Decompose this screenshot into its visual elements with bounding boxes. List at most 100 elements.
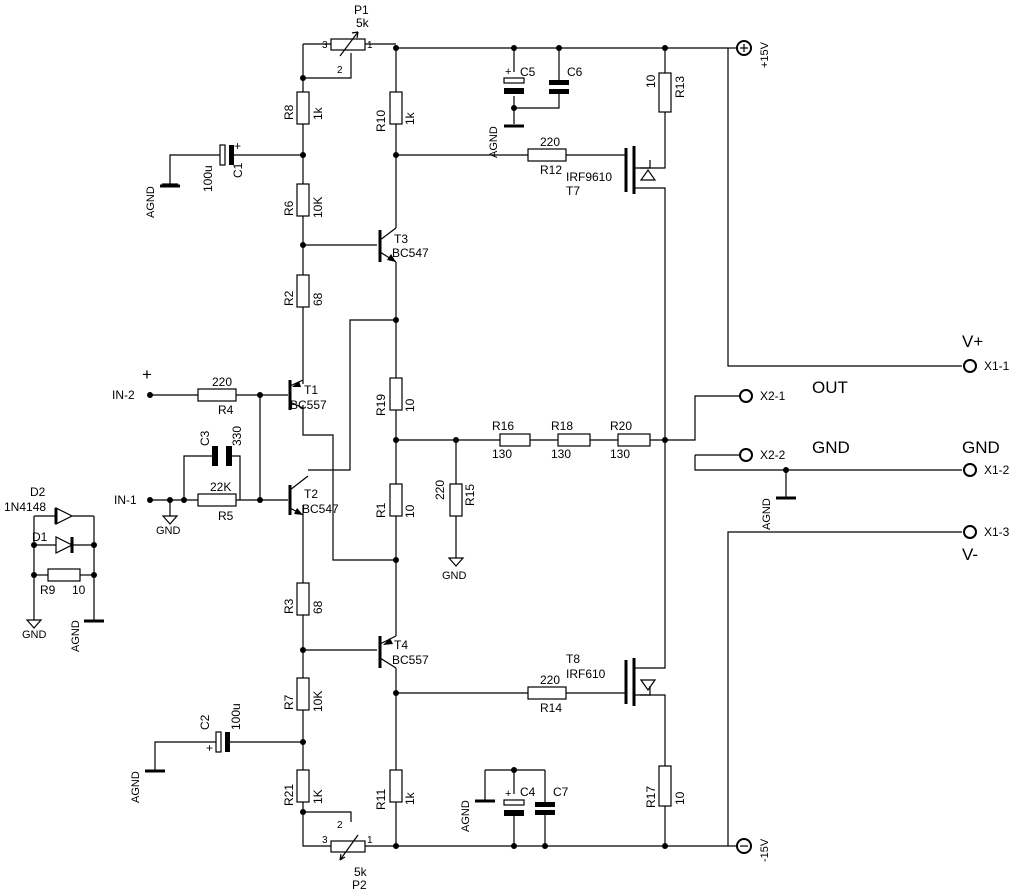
r14-value: 220	[540, 673, 560, 687]
r7-ref: R7	[282, 694, 296, 710]
t2-type: BC547	[302, 502, 339, 516]
gnd-big-label: GND	[812, 438, 850, 457]
t8-ref: T8	[566, 652, 580, 666]
gnd-in1-label: GND	[156, 525, 181, 537]
r10-value: 1k	[403, 111, 417, 125]
connector-x1-1: X1-1 V+	[962, 332, 1010, 373]
c4-plus: +	[505, 788, 511, 800]
p1-pin3: 3	[322, 40, 328, 51]
capacitor-c4: + C4	[503, 785, 536, 816]
agnd-symbol-c5: AGND	[488, 124, 524, 158]
resistor-r5: 22K R5	[197, 480, 237, 523]
t1-type: BC557	[290, 398, 327, 412]
r4-ref: R4	[218, 403, 234, 417]
r5-value: 22K	[210, 480, 231, 494]
c3-ref: C3	[198, 430, 212, 446]
r4-value: 220	[212, 375, 232, 389]
t3-ref: T3	[394, 232, 408, 246]
c1-plus: +	[234, 139, 241, 153]
r11-value: 1k	[403, 791, 417, 805]
terminal-pos-rail: +15V	[728, 40, 771, 68]
r21-value: 1K	[311, 789, 325, 804]
input-in1: IN-1	[114, 493, 153, 507]
r19-value: 10	[403, 398, 417, 412]
t1-ref: T1	[304, 383, 318, 397]
r1-value: 10	[403, 504, 417, 518]
x1-1-label: X1-1	[984, 359, 1010, 373]
p2-pin3: 3	[322, 835, 328, 846]
capacitor-c5: + C5	[503, 65, 536, 94]
v-minus-label: V-	[962, 545, 978, 564]
gnd-big-right-label: GND	[962, 438, 1000, 457]
agnd-c2-label: AGND	[130, 771, 142, 803]
r7-value: 10K	[311, 691, 325, 712]
connector-x1-3: X1-3 V-	[962, 525, 1010, 564]
resistor-r11: R11 1k	[374, 769, 417, 810]
r13-ref: R13	[673, 76, 687, 98]
v-plus-label: V+	[962, 332, 983, 351]
agnd-symbol-c4: AGND	[460, 799, 495, 832]
x2-1-label: X2-1	[760, 389, 786, 403]
c1-ref: C1	[231, 162, 245, 178]
d2-ref: D2	[30, 485, 46, 499]
r9-value: 10	[72, 583, 86, 597]
r20-value: 130	[610, 447, 630, 461]
r10-ref: R10	[374, 110, 388, 132]
resistor-r13: 10 R13	[644, 72, 687, 113]
r15-ref: R15	[463, 484, 477, 506]
resistor-r2: R2 68	[282, 274, 325, 308]
input-in2: IN-2 +	[112, 365, 153, 402]
capacitor-c1: + 100u C1	[201, 139, 245, 192]
connector-x2-1: X2-1 OUT	[739, 378, 848, 403]
resistor-r7: R7 10K	[282, 677, 325, 712]
mosfet-t7: IRF9610 T7	[566, 146, 657, 198]
agnd-diode-label: AGND	[70, 620, 82, 652]
agnd-c1-label: AGND	[145, 186, 157, 218]
in1-label: IN-1	[114, 493, 137, 507]
r9-ref: R9	[40, 583, 56, 597]
r8-value: 1k	[311, 106, 325, 120]
t3-type: BC547	[392, 246, 429, 260]
r18-value: 130	[551, 447, 571, 461]
p1-ref: P1	[354, 3, 369, 17]
x2-2-label: X2-2	[760, 448, 786, 462]
r12-ref: R12	[540, 163, 562, 177]
r18-ref: R18	[551, 419, 573, 433]
junction-dots	[31, 45, 789, 849]
capacitor-c7: C7	[535, 785, 569, 815]
gnd-diode-label: GND	[22, 629, 47, 641]
transistor-t4: T4 BC557	[378, 635, 429, 669]
r3-ref: R3	[282, 598, 296, 614]
t7-ref: T7	[566, 184, 580, 198]
out-label: OUT	[812, 378, 848, 397]
c3-value: 330	[230, 426, 244, 446]
r1-ref: R1	[374, 502, 388, 518]
d2-type: 1N4148	[4, 500, 46, 514]
r5-ref: R5	[218, 509, 234, 523]
r12-value: 220	[540, 135, 560, 149]
resistor-r6: R6 10K	[282, 183, 325, 218]
r17-value: 10	[673, 791, 687, 805]
c1-value: 100u	[201, 165, 215, 192]
resistor-r4: 220 R4	[197, 375, 237, 417]
resistor-r17: R17 10	[644, 765, 687, 808]
agnd-symbol-out: AGND	[761, 496, 796, 530]
p2-pin1: 1	[367, 835, 373, 846]
x1-3-label: X1-3	[984, 525, 1010, 539]
potentiometer-p1: P1 5k 3 1 2	[322, 3, 373, 76]
c2-plus: +	[206, 741, 213, 755]
resistor-r3: R3 68	[282, 582, 325, 616]
capacitor-c6: C6	[549, 65, 583, 94]
t4-type: BC557	[392, 653, 429, 667]
r6-value: 10K	[311, 197, 325, 218]
c2-ref: C2	[198, 714, 212, 730]
r14-ref: R14	[540, 701, 562, 715]
x1-2-label: X1-2	[984, 463, 1010, 477]
p1-value: 5k	[356, 16, 370, 30]
diode-d2: D2 1N4148	[4, 485, 74, 525]
agnd-symbol-c2: AGND	[130, 769, 165, 803]
t4-ref: T4	[394, 638, 408, 652]
r15-value: 220	[433, 480, 447, 500]
resistor-r8: R8 1k	[282, 91, 325, 125]
c5-ref: C5	[520, 65, 536, 79]
